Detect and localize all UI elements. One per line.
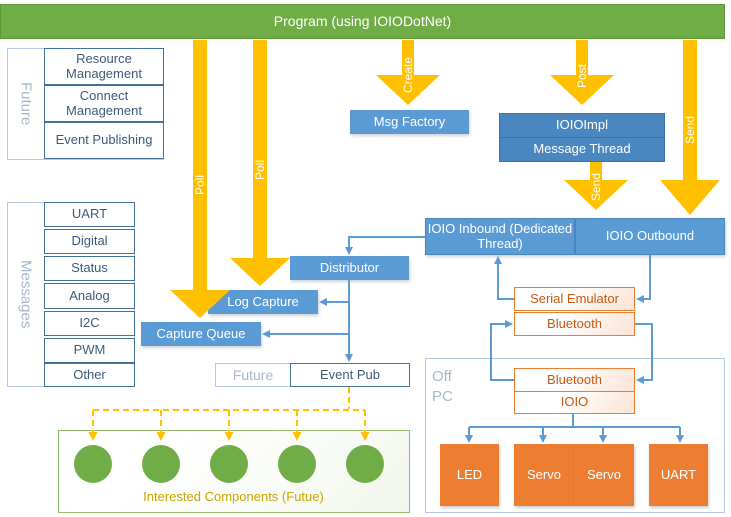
device-servo-2: Servo xyxy=(574,444,634,506)
distributor-box: Distributor xyxy=(290,256,409,280)
send-direct-label: Send xyxy=(683,115,697,145)
post-label: Post xyxy=(575,63,589,88)
message-item-other: Other xyxy=(44,363,135,387)
serial-emulator-box: Serial Emulator xyxy=(514,287,635,311)
msg-factory-box: Msg Factory xyxy=(350,110,469,134)
future-item-event-publishing: Event Publishing xyxy=(44,122,164,159)
ioio-outbound-box: IOIO Outbound xyxy=(575,218,725,255)
log-capture-box: Log Capture xyxy=(208,290,318,314)
message-thread-box: Message Thread xyxy=(499,137,665,162)
ioio-device-box: IOIO xyxy=(514,391,635,414)
poll-label-2: Poll xyxy=(253,160,267,181)
capture-queue-box: Capture Queue xyxy=(141,322,261,346)
future-item-resource-management: Resource Management xyxy=(44,48,164,85)
create-label: Create xyxy=(401,56,415,93)
device-uart: UART xyxy=(649,444,708,506)
ioio-inbound-box: IOIO Inbound (Dedicated Thread) xyxy=(425,218,575,255)
serial-to-inbound-connector xyxy=(494,256,514,300)
program-bar: Program (using IOIODotNet) xyxy=(0,4,725,39)
device-led: LED xyxy=(440,444,499,506)
interested-components-group: Interested Components (Futue) xyxy=(58,430,410,513)
message-item-pwm: PWM xyxy=(44,338,135,363)
ioio-impl-box: IOIOImpl xyxy=(499,113,665,138)
message-item-status: Status xyxy=(44,256,135,281)
bluetooth-pc-box: Bluetooth xyxy=(514,312,635,336)
program-title: Program (using IOIODotNet) xyxy=(273,13,452,30)
future-group-label: Future xyxy=(17,81,35,126)
outbound-to-serial-connector xyxy=(636,255,651,303)
message-item-i2c: I2C xyxy=(44,311,135,336)
inbound-to-distributor-connector xyxy=(345,236,425,255)
poll-label-1: Poll xyxy=(193,175,207,196)
future-label-box: Future xyxy=(215,363,291,387)
interested-components-label: Interested Components (Futue) xyxy=(143,488,324,504)
device-servo-1: Servo xyxy=(514,444,574,506)
send-impl-label: Send xyxy=(589,172,603,202)
off-pc-label: Off PC xyxy=(432,368,453,405)
future-item-connect-management: Connect Management xyxy=(44,85,164,122)
message-item-digital: Digital xyxy=(44,229,135,254)
message-item-uart: UART xyxy=(44,202,135,227)
event-pub-box: Event Pub xyxy=(290,363,410,387)
message-item-analog: Analog xyxy=(44,283,135,309)
bluetooth-off-box: Bluetooth xyxy=(514,368,635,392)
messages-group-label: Messages xyxy=(17,259,35,329)
